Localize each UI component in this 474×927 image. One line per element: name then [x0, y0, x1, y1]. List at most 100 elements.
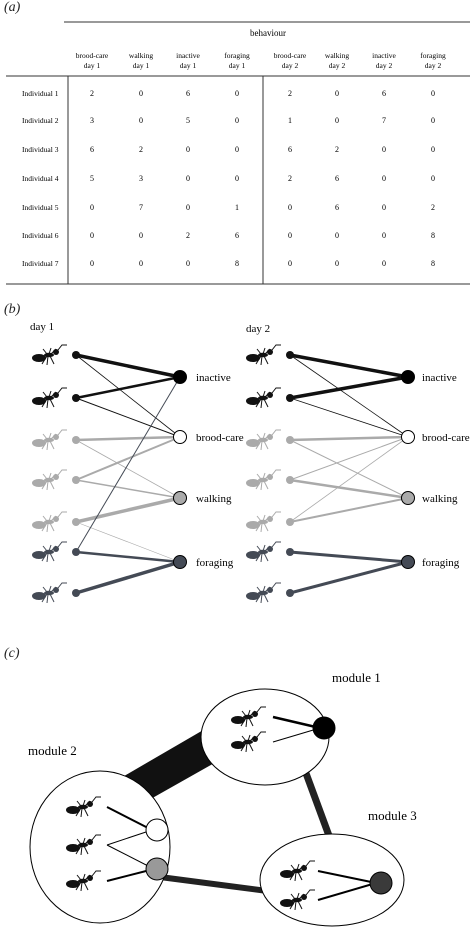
- ant-icon: [32, 541, 67, 563]
- ant-icon: [32, 511, 67, 533]
- ant-leg: [46, 593, 49, 604]
- ant-leg: [289, 871, 296, 881]
- ant-icon: [280, 860, 315, 882]
- table-cell: 0: [335, 231, 339, 240]
- ant-antenna: [271, 541, 281, 548]
- bipartite-edge: [75, 354, 181, 438]
- behaviour-node: [173, 370, 187, 384]
- ant-leg: [263, 355, 269, 365]
- ant-gaster: [32, 592, 46, 600]
- ant-leg: [263, 552, 269, 562]
- table-cell: 0: [139, 116, 143, 125]
- ant-leg: [76, 800, 82, 807]
- column-header: foraging: [420, 51, 446, 60]
- ant-antenna: [256, 731, 266, 738]
- ant-antenna: [57, 429, 67, 436]
- ant-icon: [66, 870, 101, 892]
- ant-leg: [41, 355, 48, 365]
- ant-leg: [298, 864, 305, 871]
- module-edge: [317, 870, 377, 884]
- individual-node: [286, 436, 294, 444]
- table-cell: 0: [382, 203, 386, 212]
- column-header: inactive: [372, 51, 396, 60]
- ant-leg: [46, 480, 49, 491]
- ant-gaster: [231, 741, 245, 749]
- ant-leg: [248, 717, 254, 727]
- ant-leg: [260, 522, 263, 533]
- table-cell: 7: [382, 116, 386, 125]
- ant-leg: [247, 709, 251, 717]
- ant-leg: [262, 514, 266, 522]
- ant-leg: [249, 735, 256, 742]
- ant-antenna: [271, 429, 281, 436]
- ant-leg: [255, 440, 262, 450]
- column-header: day 1: [229, 61, 246, 70]
- column-header: brood-care: [76, 51, 109, 60]
- ant-leg: [255, 522, 262, 532]
- module-edge: [272, 715, 321, 730]
- ant-leg: [49, 440, 55, 450]
- ant-leg: [248, 742, 254, 752]
- ant-leg: [260, 593, 263, 604]
- table-cell: 0: [235, 145, 239, 154]
- module-edge: [317, 882, 377, 901]
- ant-antenna: [57, 344, 67, 351]
- behaviour-label: foraging: [422, 557, 460, 569]
- ant-leg: [256, 348, 262, 355]
- table-cell: 0: [235, 174, 239, 183]
- bipartite-edge: [289, 436, 409, 523]
- table-cell: 5: [90, 174, 94, 183]
- table-cell: 0: [186, 174, 190, 183]
- ant-leg: [263, 593, 269, 603]
- ant-leg: [80, 845, 83, 856]
- ant-gaster: [66, 880, 80, 888]
- ant-leg: [262, 544, 266, 552]
- row-label: Individual 4: [22, 174, 59, 183]
- ant-leg: [256, 433, 262, 440]
- behaviour-node: [173, 430, 187, 444]
- ant-leg: [49, 480, 55, 490]
- ant-leg: [264, 586, 271, 593]
- ant-leg: [264, 348, 271, 355]
- ant-leg: [48, 472, 52, 480]
- ant-leg: [41, 480, 48, 490]
- column-header: inactive: [176, 51, 200, 60]
- ant-leg: [42, 391, 48, 398]
- table-cell: 0: [235, 89, 239, 98]
- bipartite-networks: day 1inactivebrood-carewalkingforagingda…: [30, 321, 470, 604]
- ant-leg: [48, 514, 52, 522]
- bipartite-edge: [75, 376, 181, 553]
- module-link: [159, 874, 276, 895]
- ant-gaster: [246, 354, 260, 362]
- bipartite-edge: [289, 354, 409, 438]
- ant-leg: [46, 440, 49, 451]
- ant-icon: [246, 469, 281, 491]
- ant-leg: [75, 881, 82, 891]
- table-cell: 5: [186, 116, 190, 125]
- bipartite-edge: [75, 550, 181, 564]
- ant-leg: [263, 522, 269, 532]
- individual-node: [286, 589, 294, 597]
- ant-leg: [255, 398, 262, 408]
- behaviour-node: [401, 430, 415, 444]
- bipartite-edge: [75, 479, 181, 499]
- ant-leg: [82, 837, 86, 845]
- behaviour-label: brood-care: [422, 432, 470, 444]
- ant-leg: [263, 440, 269, 450]
- row-label: Individual 2: [22, 116, 59, 125]
- column-header: brood-care: [274, 51, 307, 60]
- ant-leg: [82, 873, 86, 881]
- ant-leg: [46, 552, 49, 563]
- ant-gaster: [32, 397, 46, 405]
- module-edge: [272, 727, 321, 743]
- ant-leg: [80, 881, 83, 892]
- ant-leg: [49, 522, 55, 532]
- bipartite-edge: [75, 353, 181, 379]
- ant-gaster: [246, 521, 260, 529]
- individual-node: [72, 548, 80, 556]
- module-1-bubble: [200, 688, 330, 786]
- ant-leg: [48, 585, 52, 593]
- table-cell: 0: [288, 259, 292, 268]
- table-cell: 2: [288, 174, 292, 183]
- ant-leg: [260, 480, 263, 491]
